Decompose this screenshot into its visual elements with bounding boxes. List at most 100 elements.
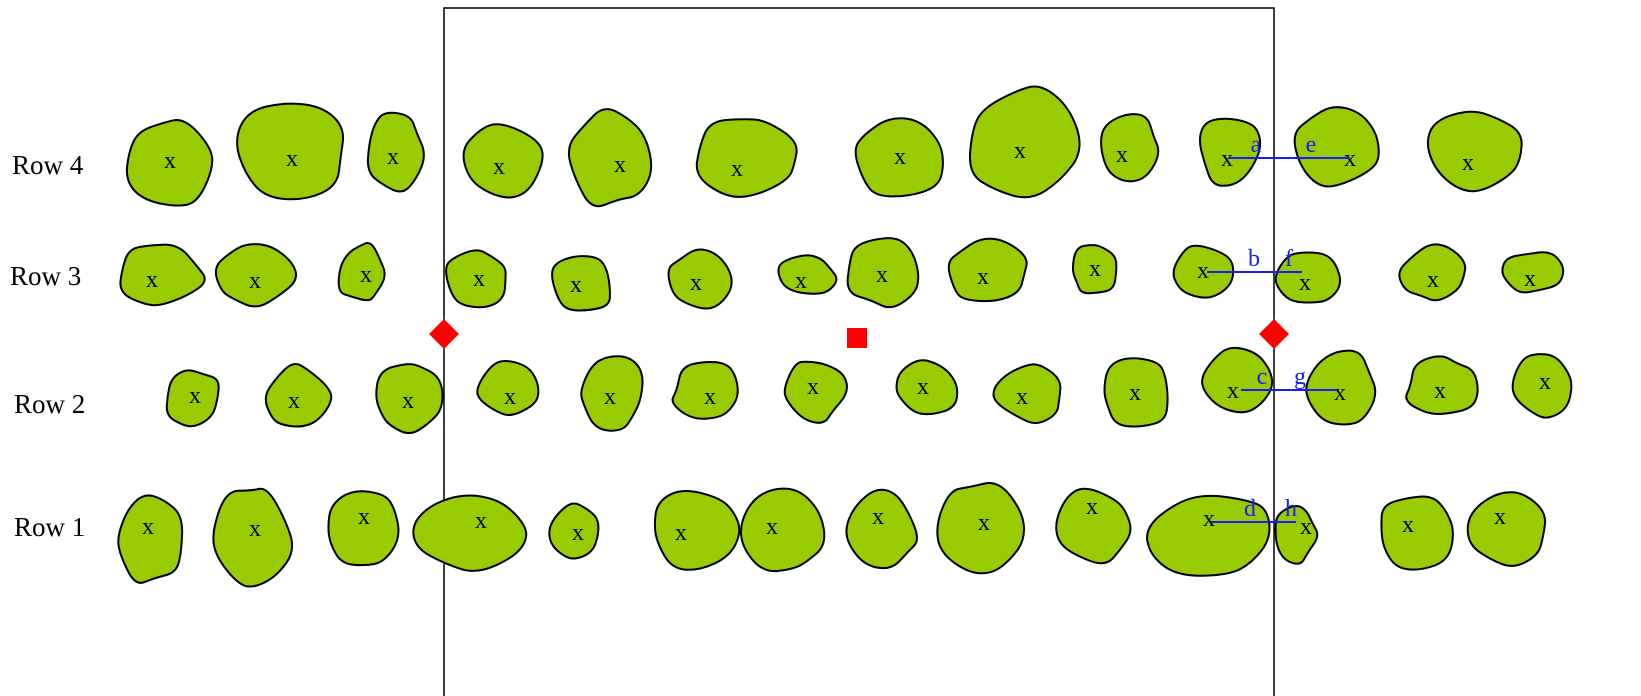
cell-mark: x [473, 266, 485, 292]
cell-mark: x [1524, 266, 1536, 292]
cell-row1-10: x [1056, 489, 1130, 563]
cell-row2-5: x [581, 356, 642, 430]
frame-boundary [444, 8, 1274, 696]
row-label-2: Row 2 [14, 389, 85, 419]
cell-row3-7: x [778, 255, 836, 294]
measurement-label: d [1244, 496, 1256, 522]
cell-row3-6: x [669, 250, 732, 309]
cell-mark: x [1086, 494, 1098, 520]
cell-mark: x [675, 520, 687, 546]
cell-shape [697, 119, 797, 197]
cell-shape [413, 496, 526, 571]
cell-row4-6: x [697, 119, 797, 197]
cell-row2-8: x [897, 360, 958, 414]
cell-row4-9: x [1101, 114, 1158, 181]
cell-mark: x [1203, 506, 1215, 532]
cell-row3-2: x [216, 244, 296, 306]
cell-row2-9: x [994, 364, 1061, 423]
cell-mark: x [142, 514, 154, 540]
cell-row2-12: x [1306, 351, 1375, 425]
cell-mark: x [1227, 378, 1239, 404]
cell-mark: x [504, 384, 516, 410]
cell-row1-5: x [549, 503, 598, 558]
cell-row2-1: x [167, 370, 219, 426]
cell-mark: x [402, 388, 414, 414]
cell-row2-10: x [1104, 358, 1167, 426]
cell-shape [655, 491, 739, 570]
cell-row2-7: x [785, 362, 847, 423]
cell-mark: x [704, 384, 716, 410]
cell-row4-5: x [569, 109, 651, 206]
cell-mark: x [288, 388, 300, 414]
cell-row1-14: x [1468, 492, 1545, 566]
cell-row1-13: x [1381, 497, 1452, 570]
cell-mark: x [977, 264, 989, 290]
cell-row2-2: x [266, 364, 332, 427]
cell-mark: x [475, 508, 487, 534]
cell-mark: x [766, 514, 778, 540]
cell-mark: x [1300, 514, 1312, 540]
cell-row1-7: x [741, 489, 824, 571]
cell-row2-14: x [1513, 354, 1572, 418]
cell-mark: x [249, 268, 261, 294]
row-label-1: Row 1 [14, 512, 85, 542]
cell-mark: x [1462, 150, 1474, 176]
cell-row1-2: x [213, 489, 292, 587]
cell-mark: x [1494, 504, 1506, 530]
cell-shape [741, 489, 824, 571]
cell-mark: x [493, 154, 505, 180]
diamond-marker [429, 319, 459, 349]
cell-row2-13: x [1406, 356, 1477, 414]
cell-mark: x [1402, 512, 1414, 538]
cell-row3-5: x [552, 256, 610, 310]
cell-shape [569, 109, 651, 206]
cell-row4-1: x [127, 120, 212, 206]
cell-mark: x [249, 516, 261, 542]
cell-row1-3: x [328, 491, 398, 565]
cell-mark: x [978, 510, 990, 536]
cell-mark: x [1014, 138, 1026, 164]
cell-row1-8: x [846, 490, 917, 568]
cell-mark: x [146, 267, 158, 293]
cell-mark: x [572, 520, 584, 546]
cell-row1-9: x [937, 483, 1024, 573]
cell-shape [1101, 114, 1158, 181]
cell-row3-13: x [1399, 244, 1465, 300]
cell-row3-9: x [949, 239, 1027, 301]
cell-row4-2: x [237, 104, 343, 200]
cell-mark: x [570, 272, 582, 298]
cell-shape [778, 255, 836, 293]
cell-row3-3: x [339, 243, 385, 300]
cell-mark: x [604, 384, 616, 410]
measurement-label: f [1285, 246, 1293, 272]
cell-row4-12: x [1428, 112, 1522, 191]
cell-mark: x [360, 262, 372, 288]
cell-mark: x [872, 504, 884, 530]
cell-shape [1468, 492, 1545, 566]
cell-row1-1: x [118, 495, 182, 582]
cell-mark: x [894, 144, 906, 170]
cell-row2-4: x [477, 361, 538, 415]
cell-mark: x [286, 146, 298, 172]
cell-mark: x [1539, 369, 1551, 395]
cell-mark: x [1334, 380, 1346, 406]
cell-mark: x [690, 270, 702, 296]
cell-mark: x [1434, 378, 1446, 404]
cell-row3-1: x [120, 245, 204, 306]
cell-mark: x [795, 268, 807, 294]
cell-row1-4: x [413, 496, 526, 571]
cell-row2-3: x [376, 364, 442, 433]
measurement-label: e [1306, 132, 1317, 158]
cell-row3-10: x [1073, 245, 1116, 293]
cell-row3-8: x [848, 238, 919, 307]
cell-shape [1381, 497, 1452, 570]
cell-row3-14: x [1502, 252, 1563, 292]
square-marker [847, 328, 867, 348]
marker-layer [429, 319, 1289, 349]
measurement-label: b [1248, 246, 1260, 272]
measurement-label: h [1285, 496, 1297, 522]
cell-mark: x [1299, 270, 1311, 296]
cell-mark: x [917, 374, 929, 400]
cell-shape [1428, 112, 1522, 191]
